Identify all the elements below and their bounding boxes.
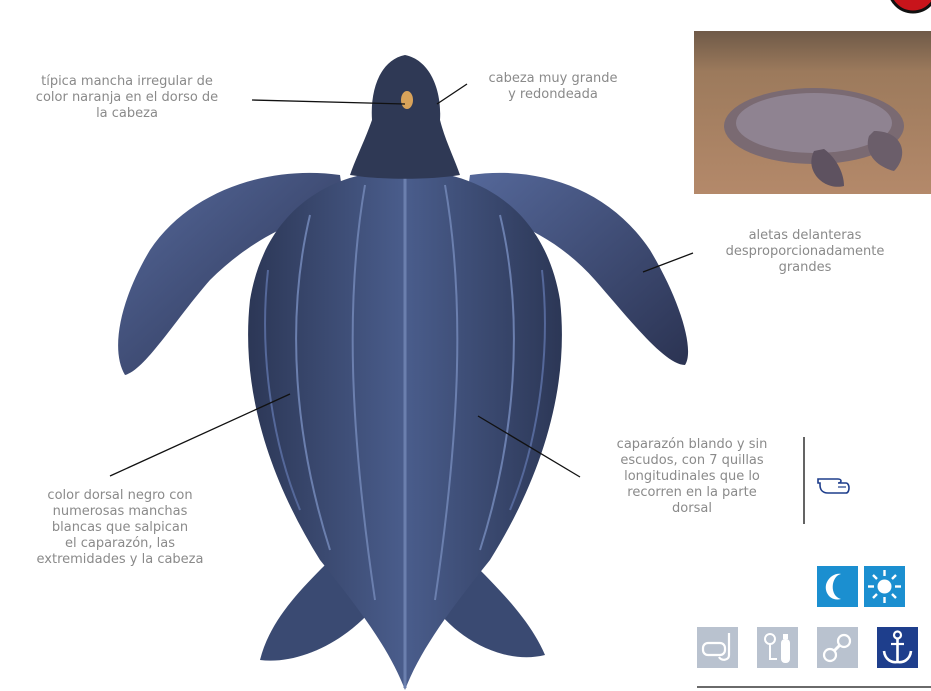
label-head-spot: típica mancha irregular de color naranja…	[2, 74, 252, 122]
scuba-tank-icon[interactable]	[757, 627, 798, 668]
label-dorsal-color: color dorsal negro con numerosas manchas…	[0, 488, 240, 568]
anchor-icon[interactable]	[877, 627, 918, 668]
snorkel-icon[interactable]	[697, 627, 738, 668]
binoculars-icon[interactable]	[817, 627, 858, 668]
pointing-hand-icon[interactable]	[816, 471, 856, 495]
sun-icon[interactable]	[864, 566, 905, 607]
label-head-size: cabeza muy grande y redondeada	[463, 71, 643, 103]
moon-icon[interactable]	[817, 566, 858, 607]
label-front-flippers: aletas delanteras desproporcionadamente …	[690, 228, 920, 276]
label-carapace: caparazón blando y sin escudos, con 7 qu…	[587, 437, 797, 517]
turtle-photo	[694, 31, 931, 194]
